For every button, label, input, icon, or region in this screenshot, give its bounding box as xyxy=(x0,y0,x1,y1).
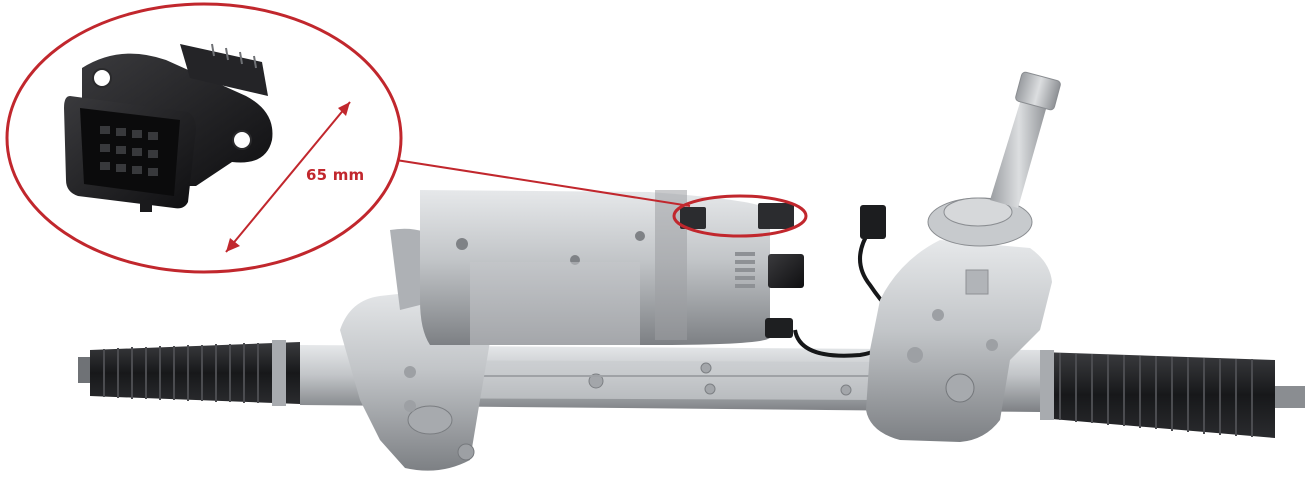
dimension-label: 65 mm xyxy=(306,166,365,184)
left-boot xyxy=(78,340,300,406)
connector-photo xyxy=(64,43,273,212)
right-boot xyxy=(1040,350,1305,438)
callout-leader-line xyxy=(395,159,691,207)
mount-hole-right xyxy=(232,130,252,150)
highlight-ellipse xyxy=(672,194,808,238)
dimension-arrow xyxy=(225,101,351,253)
connector-highlight xyxy=(395,159,808,238)
zoom-bubble xyxy=(5,2,403,274)
pinion-housing xyxy=(866,197,1052,442)
mount-hole-left xyxy=(92,68,112,88)
electric-motor xyxy=(420,190,804,345)
input-shaft xyxy=(990,71,1061,208)
